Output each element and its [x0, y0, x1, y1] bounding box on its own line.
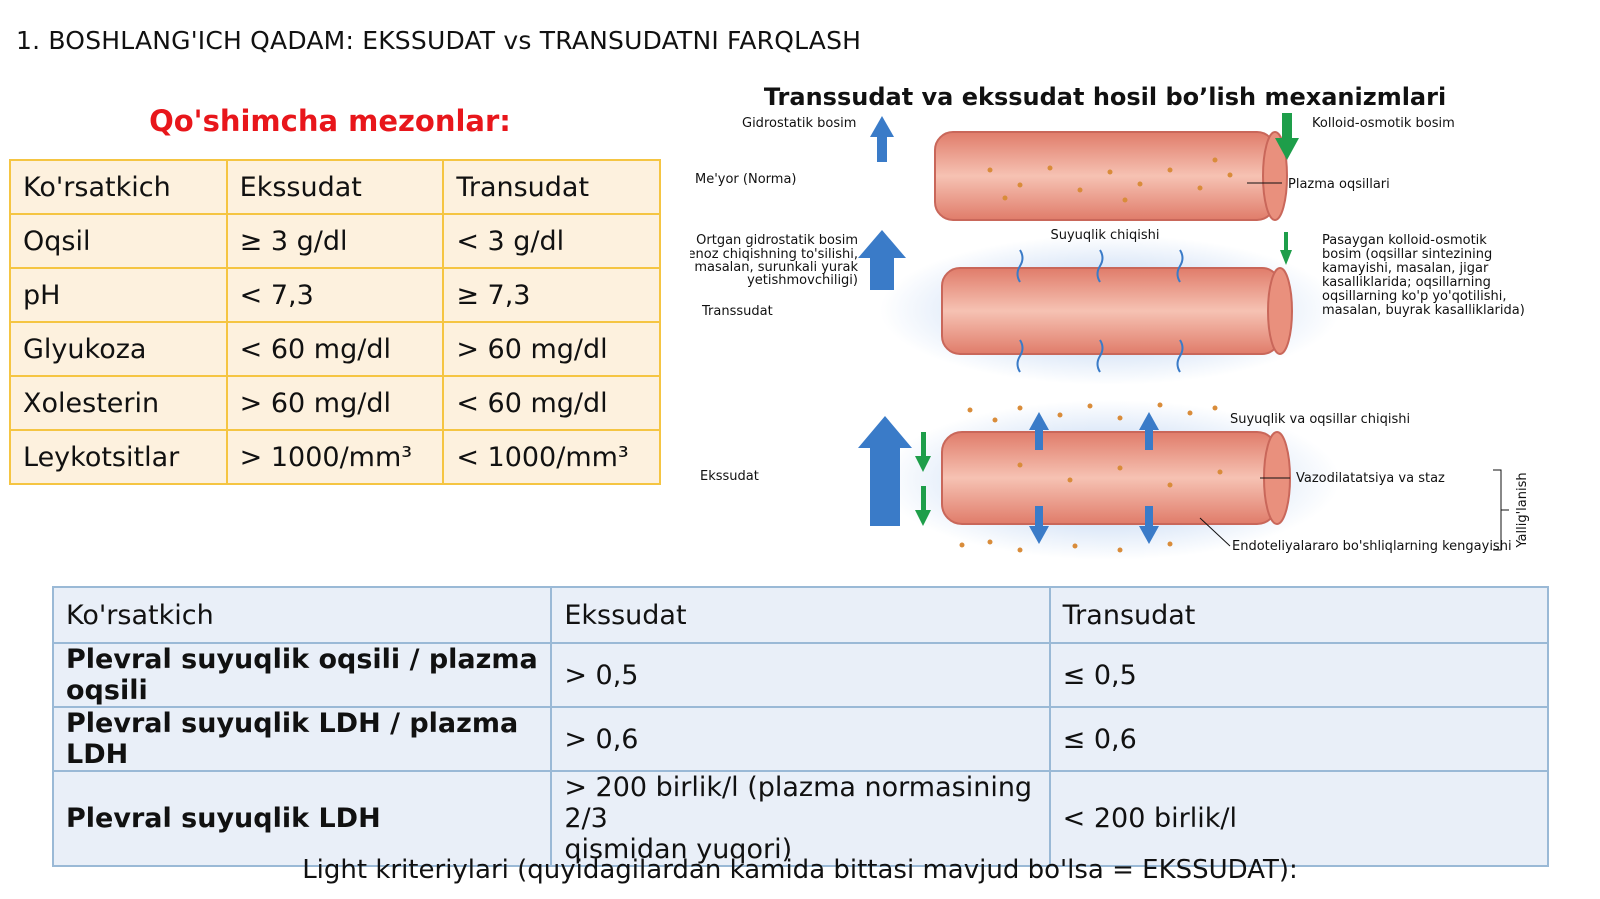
vessel-exudate — [941, 431, 1278, 525]
sub-heading: Qo'shimcha mezonlar: — [149, 104, 511, 138]
label-pasaygan-4: kasalliklarida; oqsillarning — [1322, 275, 1491, 290]
table-cell: < 1000/mm³ — [442, 429, 661, 485]
arrow-down-icon — [1275, 113, 1299, 160]
fluid-leak-lines — [1016, 249, 1184, 373]
arrow-down-icon — [1029, 506, 1159, 544]
table-cell: < 60 mg/dl — [442, 375, 661, 431]
cell-line: qismidan yuqori) — [564, 834, 793, 865]
cell-line: > 200 birlik/l (plazma normasining 2/3 — [564, 772, 1033, 834]
table-row: Leykotsitlar > 1000/mm³ < 1000/mm³ — [9, 429, 661, 485]
table-row: Plevral suyuqlik LDH > 200 birlik/l (pla… — [51, 770, 1550, 867]
table-row: Plevral suyuqlik LDH / plazma LDH > 0,6 … — [51, 706, 1550, 772]
mechanism-diagram: Transsudat va ekssudat hosil bo’lish mex… — [690, 83, 1530, 560]
label-ortgan-2: (venoz chiqishning to'silishi, — [690, 247, 858, 262]
diagram-title: Transsudat va ekssudat hosil bo’lish mex… — [764, 83, 1446, 111]
table-row: Plevral suyuqlik oqsili / plazma oqsili … — [51, 642, 1550, 708]
table-cell: < 3 g/dl — [442, 213, 661, 269]
additional-criteria-table: Ko'rsatkich Ekssudat Transudat Oqsil ≥ 3… — [9, 159, 661, 485]
table-cell: Transudat — [1048, 586, 1550, 644]
table-cell: pH — [9, 267, 228, 323]
table-cell: Xolesterin — [9, 375, 228, 431]
label-ortgan-4: yetishmovchiligi) — [747, 273, 858, 288]
vessel-normal-end — [1262, 131, 1288, 221]
vessel-transudate-end — [1267, 267, 1293, 355]
table-cell: < 200 birlik/l — [1048, 770, 1550, 867]
arrow-down-icon — [1280, 232, 1292, 265]
table-row: Ko'rsatkich Ekssudat Transudat — [51, 586, 1550, 644]
label-ortgan-3: masalan, surunkali yurak — [694, 260, 858, 275]
label-endoteliy: Endoteliyalararo bo'shliqlarning kengayi… — [1232, 539, 1512, 554]
table-row: Xolesterin > 60 mg/dl < 60 mg/dl — [9, 375, 661, 431]
table-cell: Plevral suyuqlik LDH / plazma LDH — [51, 706, 553, 772]
table-cell: Ekssudat — [225, 159, 445, 215]
plasma-protein-dots — [987, 157, 1233, 203]
table-row: Oqsil ≥ 3 g/dl < 3 g/dl — [9, 213, 661, 269]
label-vazodilatatsiya: Vazodilatatsiya va staz — [1296, 471, 1445, 486]
table-cell: Ko'rsatkich — [9, 159, 228, 215]
table-cell: Ko'rsatkich — [51, 586, 553, 644]
label-norma: Me'yor (Norma) — [695, 172, 796, 187]
label-ekssudat: Ekssudat — [700, 469, 759, 484]
table-cell: Oqsil — [9, 213, 228, 269]
label-yalliglanish: Yallig'lanish — [1515, 472, 1530, 548]
table-cell: > 1000/mm³ — [225, 429, 445, 485]
table-cell: Plevral suyuqlik oqsili / plazma oqsili — [51, 642, 553, 708]
slide-title: 1. BOSHLANG'ICH QADAM: EKSSUDAT vs TRANS… — [16, 26, 862, 55]
table-cell: < 60 mg/dl — [225, 321, 445, 377]
protein-leak-dots — [959, 402, 1223, 553]
vessel-transudate — [941, 267, 1281, 355]
table-cell: ≤ 0,5 — [1048, 642, 1550, 708]
table-cell: ≥ 3 g/dl — [225, 213, 445, 269]
label-suyuqlik-oqsillar: Suyuqlik va oqsillar chiqishi — [1230, 412, 1410, 427]
label-pasaygan-1: Pasaygan kolloid-osmotik — [1322, 233, 1487, 248]
table-cell: Glyukoza — [9, 321, 228, 377]
table-cell: ≤ 0,6 — [1048, 706, 1550, 772]
light-criteria-table: Ko'rsatkich Ekssudat Transudat Plevral s… — [51, 586, 1550, 867]
arrow-up-icon — [870, 116, 894, 162]
arrow-up-icon — [858, 230, 906, 290]
table-row: Glyukoza < 60 mg/dl > 60 mg/dl — [9, 321, 661, 377]
table-cell: Plevral suyuqlik LDH — [51, 770, 553, 867]
footer-caption: Light kriteriylari (quyidagilardan kamid… — [302, 855, 1298, 885]
table-cell: ≥ 7,3 — [442, 267, 661, 323]
table-cell: Ekssudat — [550, 586, 1051, 644]
label-suyuqlik-chiqishi: Suyuqlik chiqishi — [1050, 228, 1159, 243]
table-cell: > 60 mg/dl — [442, 321, 661, 377]
table-cell: > 200 birlik/l (plazma normasining 2/3 q… — [550, 770, 1051, 867]
label-pasaygan-6: masalan, buyrak kasalliklarida) — [1322, 303, 1525, 318]
table-row: pH < 7,3 ≥ 7,3 — [9, 267, 661, 323]
table-cell: > 0,5 — [550, 642, 1051, 708]
label-transsudat: Transsudat — [701, 304, 773, 319]
table-row: Ko'rsatkich Ekssudat Transudat — [9, 159, 661, 215]
label-pasaygan-2: bosim (oqsillar sintezining — [1322, 247, 1492, 262]
arrow-down-icon — [915, 432, 931, 526]
label-plazma-oqsillari: Plazma oqsillari — [1288, 177, 1390, 192]
vessel-normal — [934, 131, 1276, 221]
table-cell: > 0,6 — [550, 706, 1051, 772]
label-pasaygan-3: kamayishi, masalan, jigar — [1322, 261, 1489, 276]
table-cell: Leykotsitlar — [9, 429, 228, 485]
label-ortgan-1: Ortgan gidrostatik bosim — [696, 233, 858, 248]
arrow-up-icon — [858, 416, 912, 526]
table-cell: < 7,3 — [225, 267, 445, 323]
label-gidrostatik: Gidrostatik bosim — [742, 116, 856, 131]
table-cell: Transudat — [442, 159, 661, 215]
label-pasaygan-5: oqsillarning ko'p yo'qotilishi, — [1322, 289, 1506, 304]
label-kolloid: Kolloid-osmotik bosim — [1312, 116, 1455, 131]
table-cell: > 60 mg/dl — [225, 375, 445, 431]
arrow-up-icon — [1029, 412, 1159, 450]
